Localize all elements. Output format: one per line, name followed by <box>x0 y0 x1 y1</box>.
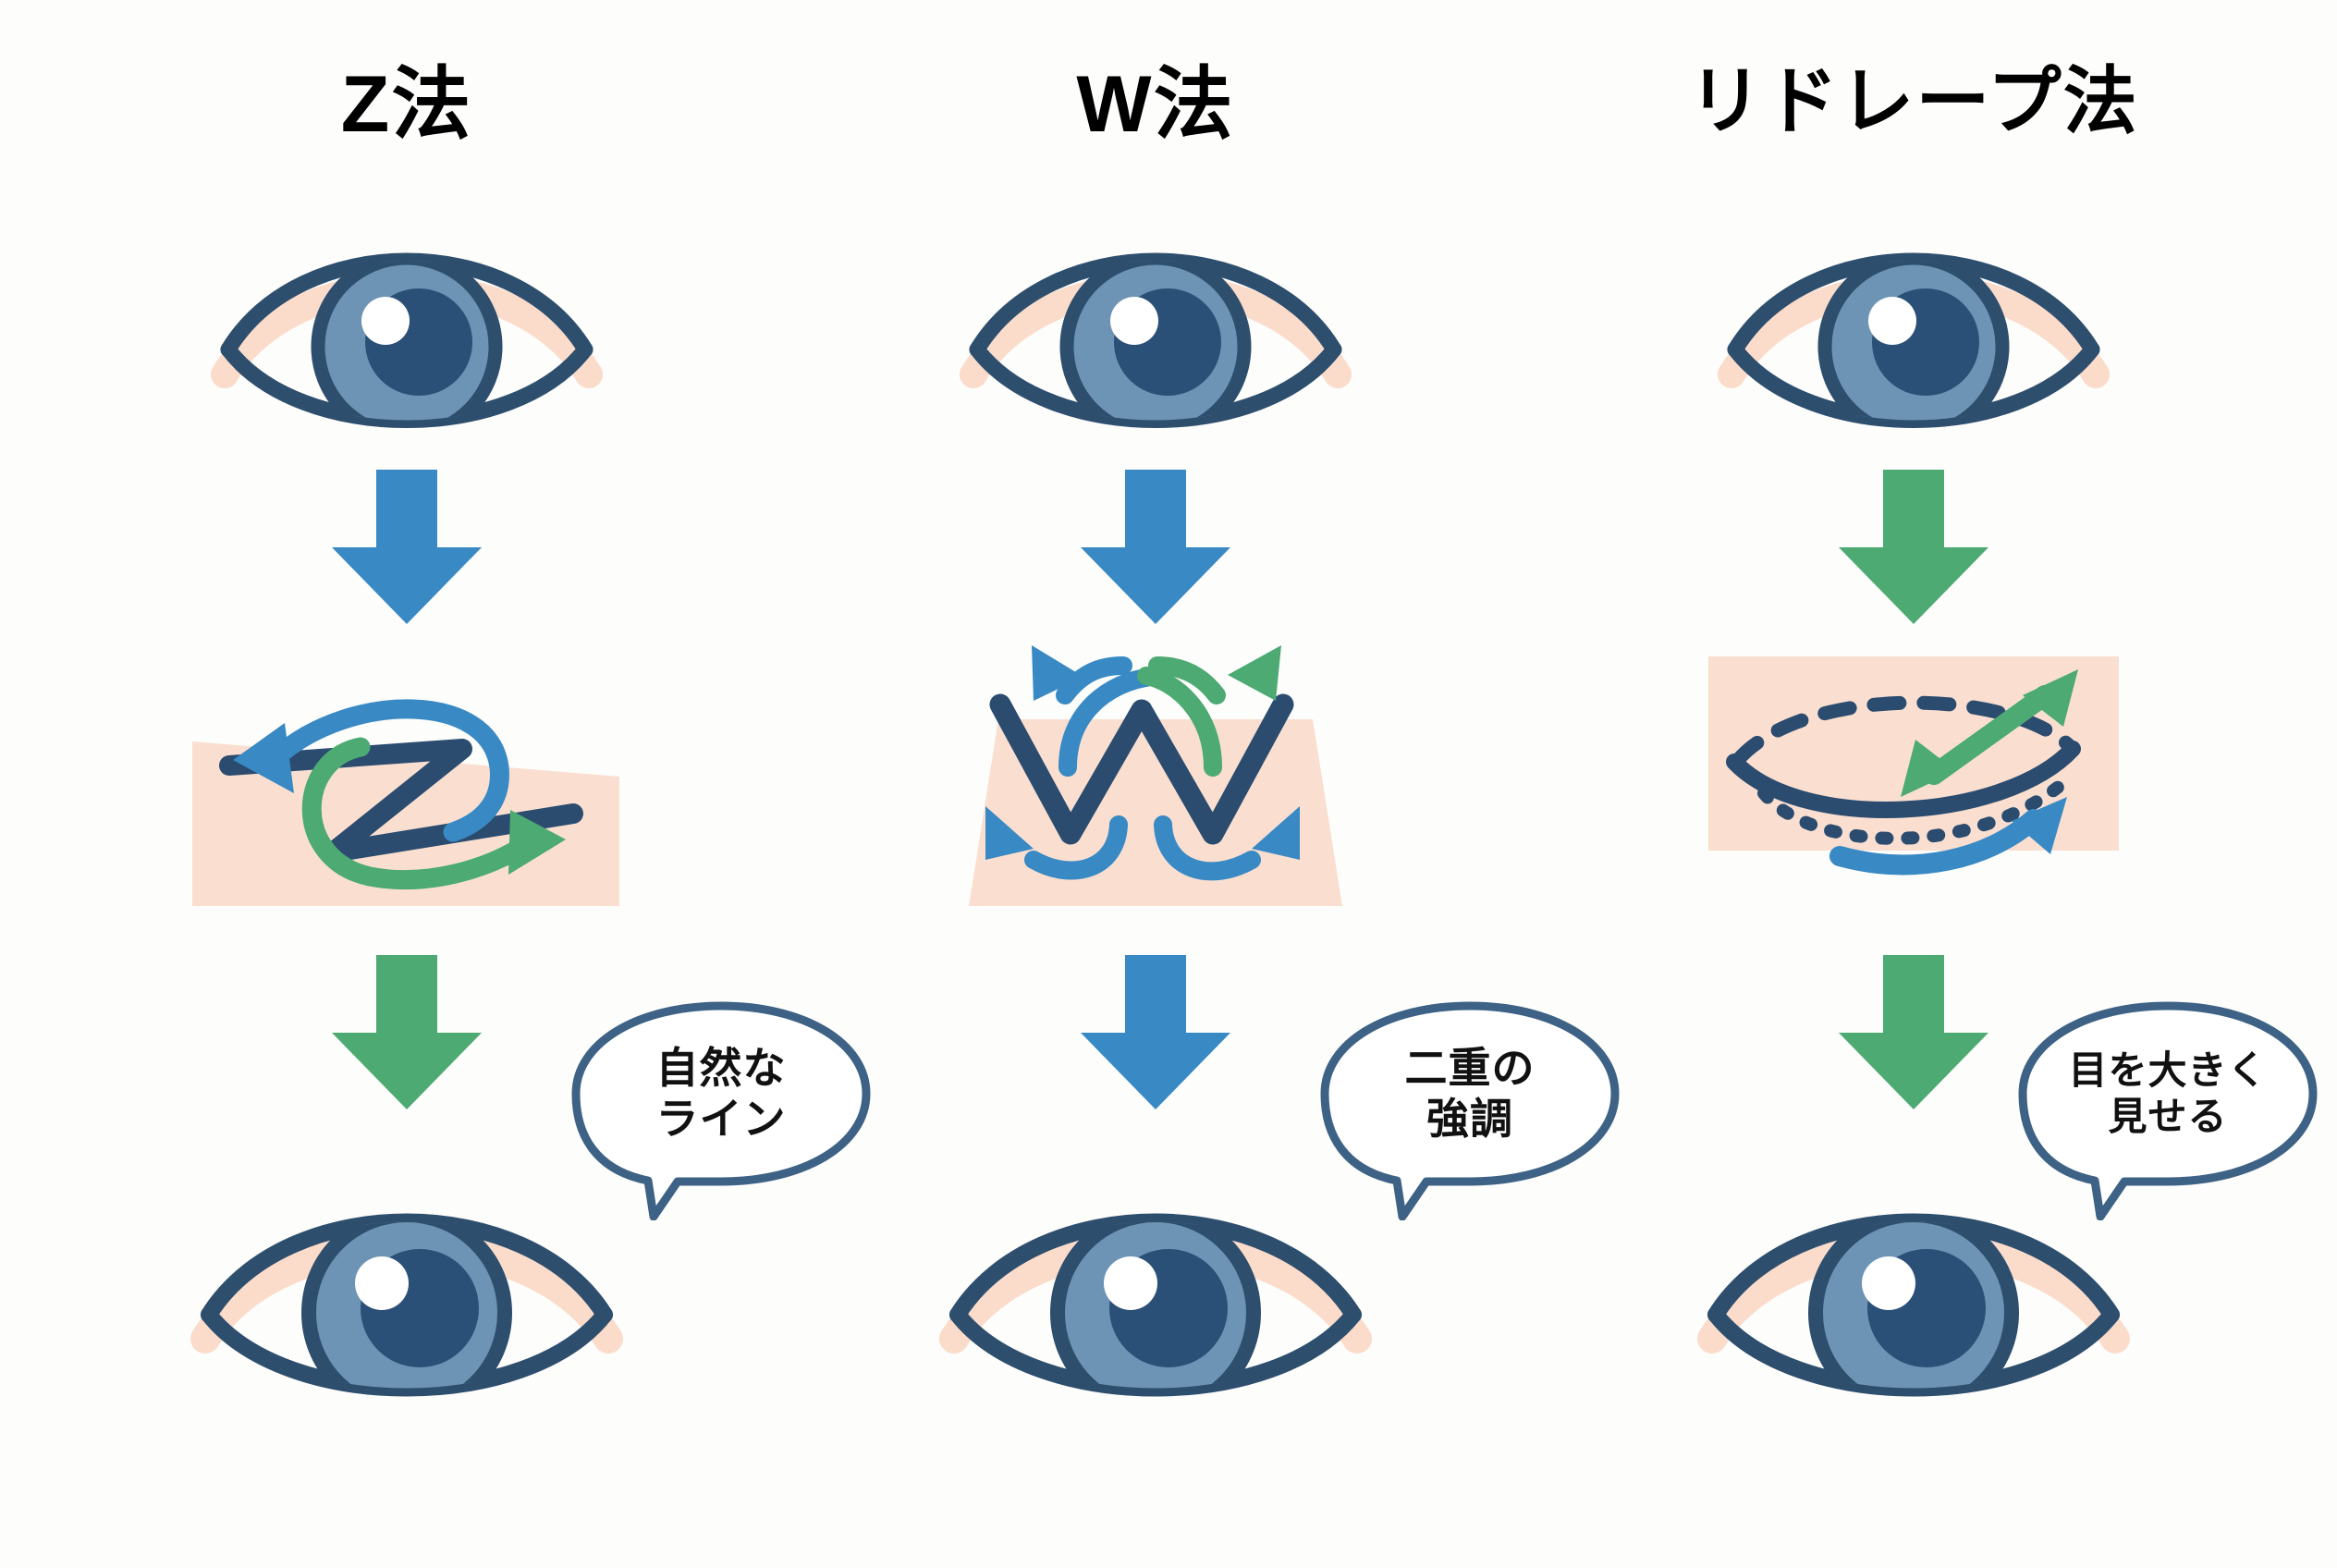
method-column-w: W法 <box>777 0 1620 1568</box>
green-double-headed-arrow <box>1901 669 2078 797</box>
bubble-line-1: 目を大きく <box>2068 1047 2268 1092</box>
lid-outline-solid <box>1726 741 2081 818</box>
eye-icon-top-z <box>208 213 606 444</box>
eye-icon-bottom-lid-drape <box>1692 1174 2135 1415</box>
eye-icon-bottom-w <box>934 1174 1377 1415</box>
eye-icon-bottom-z <box>185 1174 629 1415</box>
bubble-line-2: 見せる <box>2108 1094 2228 1138</box>
column-title-lid-drape: リドレープ法 <box>1688 60 2139 142</box>
speech-bubble-z: 自然な ライン <box>569 998 874 1220</box>
eye-icon-top-w <box>957 213 1354 444</box>
lid-outline-dashed <box>1731 695 2078 767</box>
speech-bubble-w: 二重の 強調 <box>1317 998 1622 1220</box>
speech-bubble-shape <box>1320 1001 1620 1220</box>
down-arrow-icon-bottom-z <box>28 948 786 1114</box>
upper-right-fork-arrow <box>1137 645 1281 777</box>
lower-left-curved-arrow <box>985 806 1128 880</box>
speech-bubble-shape <box>2018 1001 2318 1220</box>
down-arrow-icon-bottom-w <box>777 948 1535 1114</box>
down-arrow-icon-top-w <box>777 462 1535 629</box>
blue-lift-arrow <box>1829 797 2067 876</box>
down-arrow-icon-top-z <box>28 462 786 629</box>
speech-bubble-lid-drape: 目を大きく 見せる <box>2015 998 2320 1220</box>
bubble-line-2: 強調 <box>1426 1094 1513 1143</box>
lid-drape-diagram <box>1535 638 2293 878</box>
column-title-z: Z法 <box>340 60 473 149</box>
speech-bubble-text-lid-drape: 目を大きく 見せる <box>2015 998 2320 1188</box>
w-plasty-diagram <box>777 638 1535 915</box>
lower-right-curved-arrow <box>1154 806 1300 881</box>
upper-left-fork-arrow <box>1032 645 1160 777</box>
eye-icon-top-lid-drape <box>1715 213 2112 444</box>
down-arrow-icon-bottom-lid-drape <box>1535 948 2293 1114</box>
lid-outline-secondary <box>1757 770 2077 845</box>
bubble-line-2: ライン <box>655 1094 787 1143</box>
down-arrow-icon-top-lid-drape <box>1535 462 2293 629</box>
speech-bubble-shape <box>571 1001 871 1220</box>
lower-right-curved-arrow <box>301 737 566 890</box>
method-column-z: Z法 <box>28 0 871 1568</box>
method-column-lid-drape: リドレープ法 <box>1535 0 2318 1568</box>
upper-left-curved-arrow <box>233 699 509 842</box>
w-incision-line <box>989 693 1294 845</box>
speech-bubble-text-z: 自然な ライン <box>569 998 874 1188</box>
bubble-line-1: 二重の <box>1404 1044 1536 1093</box>
column-title-w: W法 <box>1076 60 1235 149</box>
z-plasty-diagram <box>28 638 786 915</box>
speech-bubble-text-w: 二重の 強調 <box>1317 998 1622 1188</box>
bubble-line-1: 自然な <box>655 1044 787 1093</box>
